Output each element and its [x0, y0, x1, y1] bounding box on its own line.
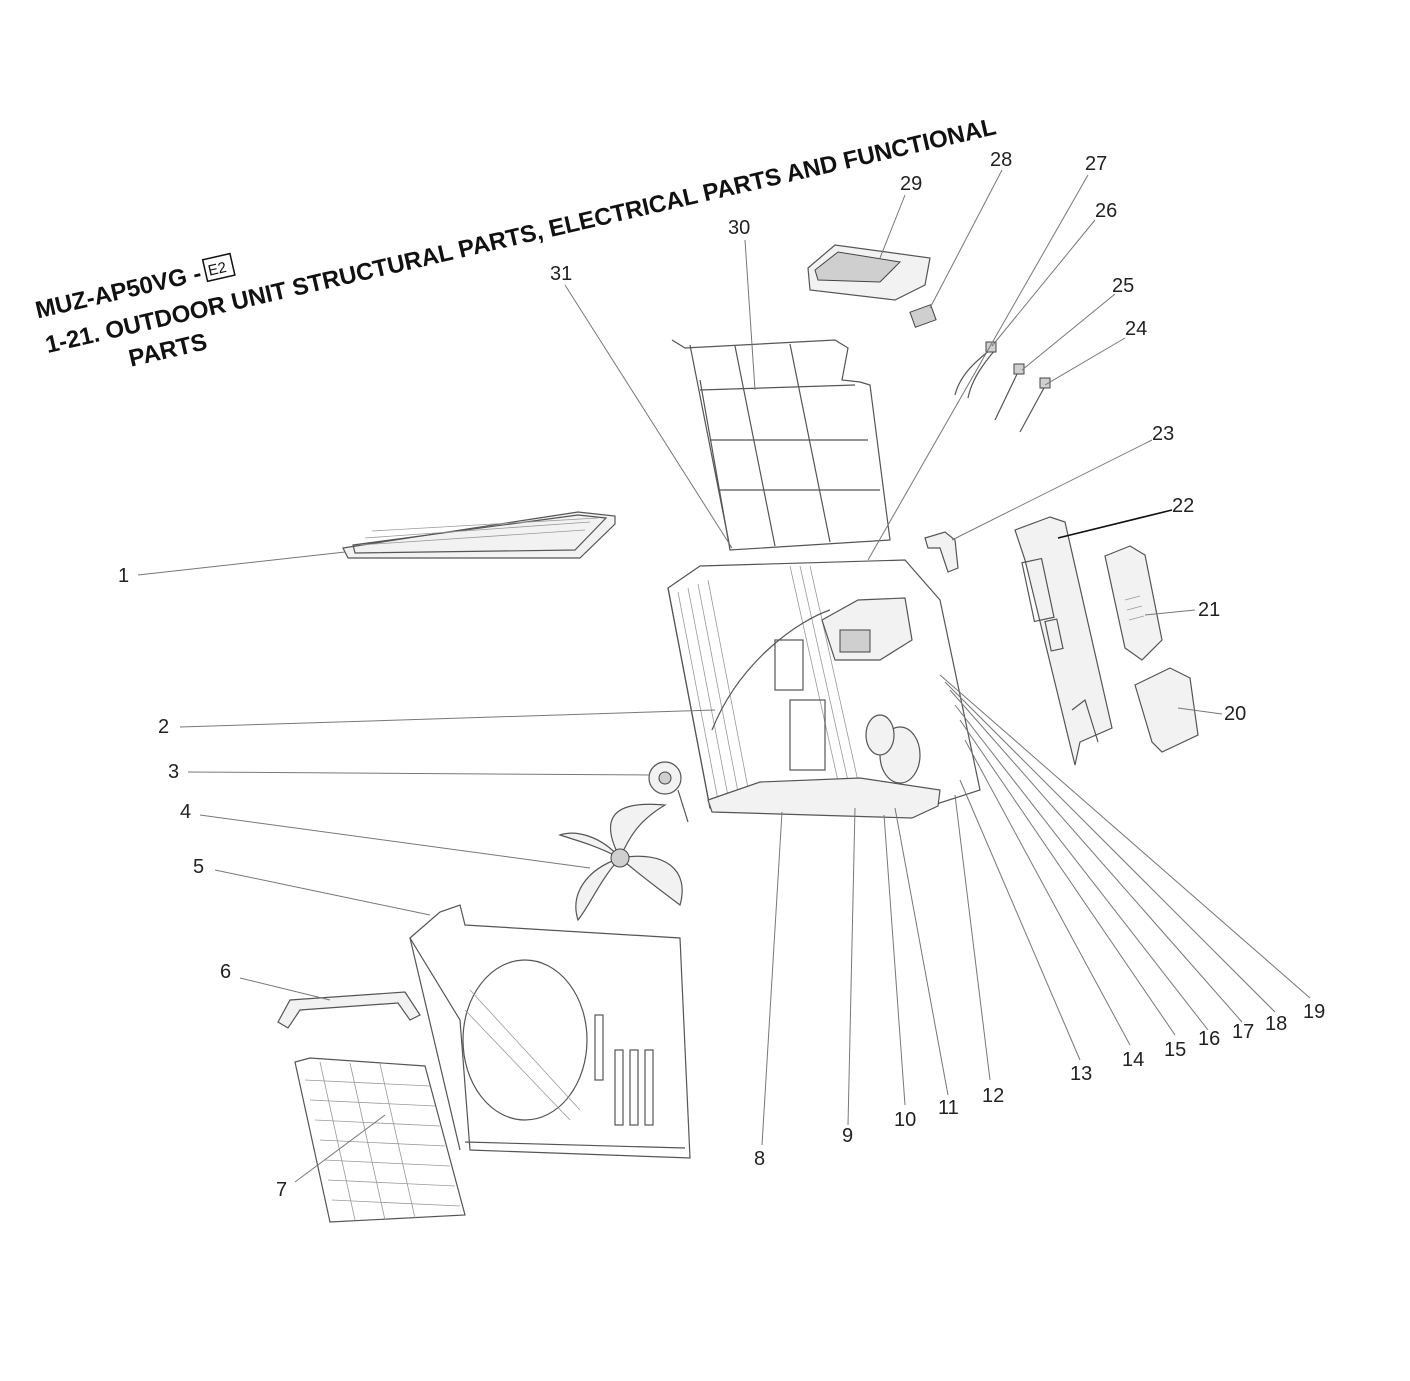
- callout-15: 15: [1164, 1039, 1186, 1061]
- callout-6: 6: [220, 961, 231, 983]
- callout-numbers: 1 2 3 4 5 6 7 8 9 10 11 12 13 14 15 16 1…: [118, 149, 1325, 1201]
- part-21-cover: [1104, 545, 1163, 661]
- leader-15: [959, 719, 1176, 1036]
- leader-16: [954, 704, 1209, 1031]
- callout-26: 26: [1095, 200, 1117, 222]
- callout-11: 11: [938, 1097, 959, 1119]
- part-30-rear-guard: [671, 339, 891, 551]
- leader-17: [949, 689, 1243, 1023]
- leader-24: [1044, 337, 1126, 386]
- part-29-pcb: [807, 244, 931, 301]
- part-28-connector: [909, 304, 937, 328]
- leader-11: [894, 807, 949, 1096]
- variant-badge-box: [201, 252, 236, 283]
- callout-14: 14: [1122, 1049, 1144, 1071]
- callout-31: 31: [550, 263, 572, 285]
- callout-5: 5: [193, 856, 204, 878]
- leader-27: [867, 174, 1089, 561]
- leader-13: [959, 779, 1081, 1061]
- leader-18: [944, 681, 1276, 1013]
- callout-28: 28: [990, 149, 1012, 171]
- leader-26: [991, 219, 1096, 347]
- leader-30: [744, 239, 756, 391]
- leader-20: [1177, 707, 1223, 715]
- leader-6: [239, 977, 331, 1001]
- leader-4: [199, 814, 591, 869]
- callout-24: 24: [1125, 318, 1147, 340]
- callout-1: 1: [118, 565, 129, 587]
- callout-27: 27: [1085, 153, 1107, 175]
- leader-2: [179, 709, 716, 728]
- leader-28: [929, 169, 1003, 309]
- part-4-propeller-fan: [558, 803, 683, 922]
- callout-21: 21: [1198, 599, 1220, 621]
- part-2-heat-exchanger-and-chassis: [667, 559, 981, 819]
- part-7-grille: [294, 1057, 466, 1223]
- callout-19: 19: [1303, 1001, 1325, 1023]
- leader-23: [951, 439, 1153, 541]
- callout-9: 9: [842, 1125, 853, 1147]
- callout-18: 18: [1265, 1013, 1287, 1035]
- leader-1: [137, 551, 346, 576]
- callout-2: 2: [158, 716, 169, 738]
- callout-17: 17: [1232, 1021, 1254, 1043]
- leader-22: [1057, 509, 1173, 539]
- callout-30: 30: [728, 217, 750, 239]
- diagram-title: 1-21. OUTDOOR UNIT STRUCTURAL PARTS, ELE…: [43, 113, 999, 359]
- callout-20: 20: [1224, 703, 1246, 725]
- part-20-service-panel: [1134, 667, 1199, 753]
- part-26-thermistor: [954, 341, 997, 399]
- leader-31: [564, 284, 733, 549]
- part-23-terminal-block: [924, 531, 959, 573]
- part-24-thermistor: [1019, 377, 1051, 433]
- leader-14: [964, 739, 1131, 1046]
- leader-lines: [137, 169, 1311, 1183]
- title-block: MUZ-AP50VG - E2 1-21. OUTDOOR UNIT STRUC…: [33, 113, 999, 372]
- callout-23: 23: [1152, 423, 1174, 445]
- leader-12: [954, 794, 991, 1081]
- part-5-front-panel: [409, 904, 691, 1159]
- part-6-handle: [277, 991, 421, 1029]
- leader-29: [879, 194, 906, 259]
- leader-10: [883, 814, 906, 1106]
- leader-9: [847, 807, 856, 1126]
- callout-3: 3: [168, 761, 179, 783]
- leader-8: [761, 811, 783, 1146]
- leader-19: [939, 674, 1311, 999]
- callout-12: 12: [982, 1085, 1004, 1107]
- part-3-fan-motor: [648, 761, 689, 823]
- leader-21: [1144, 609, 1196, 616]
- callout-16: 16: [1198, 1028, 1220, 1050]
- callout-10: 10: [894, 1109, 916, 1131]
- part-25-thermistor: [994, 363, 1025, 421]
- callout-22: 22: [1172, 495, 1194, 517]
- leader-7: [294, 1114, 386, 1183]
- callout-7: 7: [276, 1179, 287, 1201]
- callout-8: 8: [754, 1148, 765, 1170]
- leader-5: [214, 869, 431, 916]
- callout-25: 25: [1112, 275, 1134, 297]
- callout-13: 13: [1070, 1063, 1092, 1085]
- part-1-top-panel: [342, 511, 616, 559]
- leader-3: [187, 771, 651, 776]
- leader-25: [1021, 293, 1116, 371]
- variant-badge: E2: [206, 259, 228, 280]
- callout-4: 4: [180, 801, 191, 823]
- callout-29: 29: [900, 173, 922, 195]
- part-22-side-panel: [1014, 516, 1113, 766]
